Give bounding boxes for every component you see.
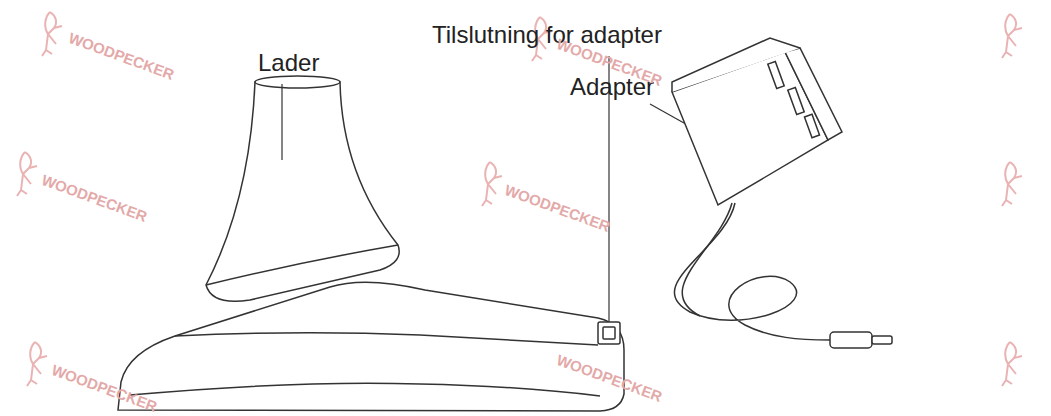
watermark: WOODPECKER [502, 182, 612, 235]
leader-line [282, 56, 700, 321]
watermark: WOODPECKER [39, 172, 149, 225]
part-label: Lader [258, 50, 319, 76]
watermark: WOODPECKER [66, 30, 176, 83]
charger [118, 76, 624, 411]
part-label: Tilslutning for adapter [432, 22, 662, 48]
adapter [672, 38, 892, 348]
